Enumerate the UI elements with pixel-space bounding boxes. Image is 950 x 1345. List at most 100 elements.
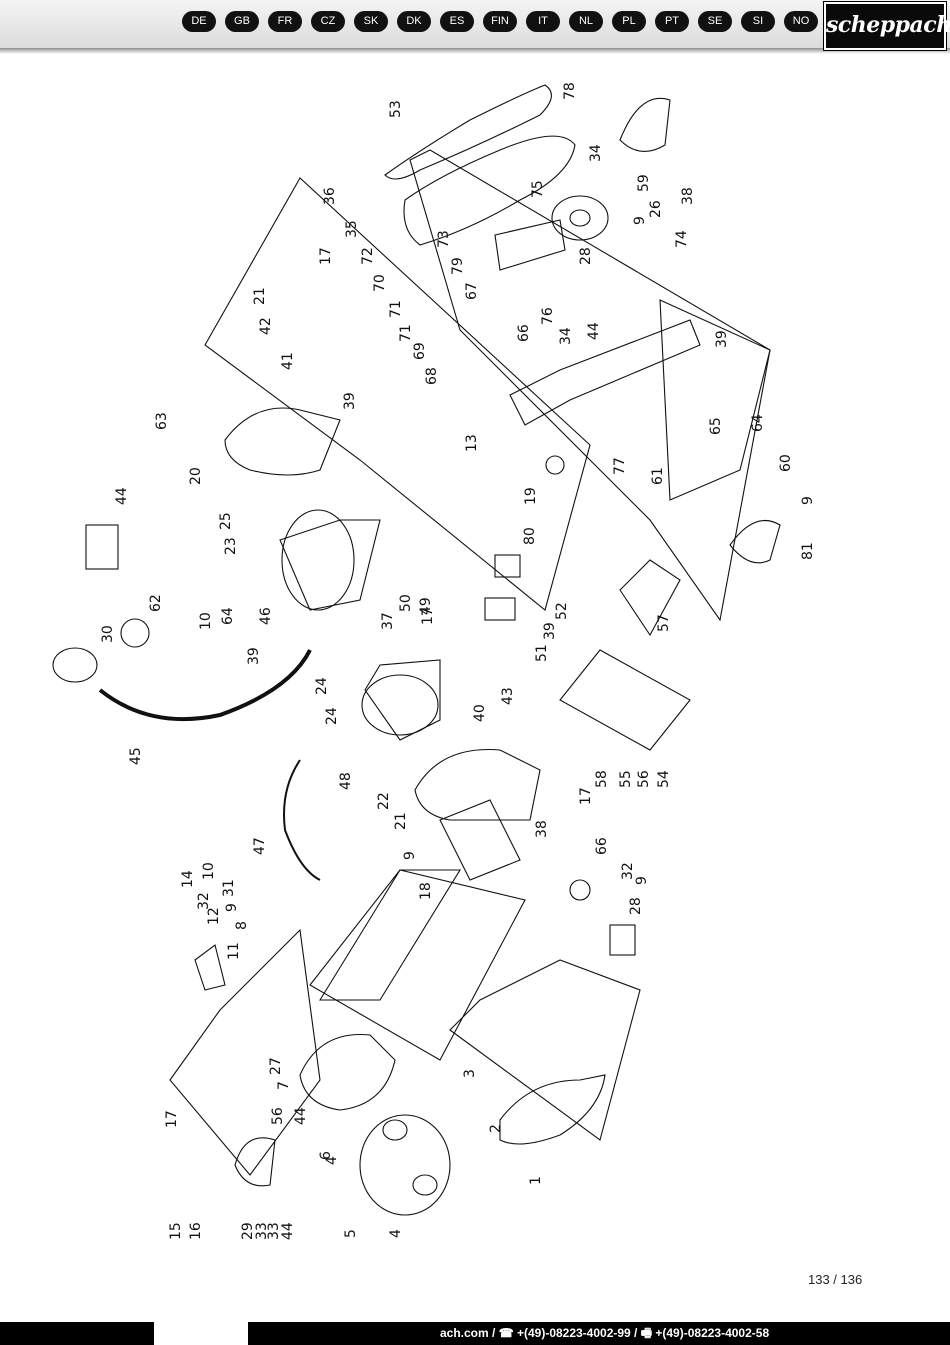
part-label: 32 bbox=[196, 892, 212, 910]
part-label: 48 bbox=[338, 772, 354, 790]
part-label: 33 bbox=[266, 1222, 282, 1240]
footer-contact: ach.com / ☎ +(49)-08223-4002-99 / 🖷 +(49… bbox=[248, 1322, 950, 1345]
part-label: 9 bbox=[634, 876, 650, 885]
part-label: 73 bbox=[436, 230, 452, 248]
part-label: 39 bbox=[246, 647, 262, 665]
part-label: 27 bbox=[268, 1057, 284, 1075]
lang-se[interactable]: SE bbox=[698, 11, 732, 32]
part-label: 66 bbox=[516, 324, 532, 342]
page-number: 133 / 136 bbox=[808, 1272, 863, 1287]
part-label: 74 bbox=[674, 230, 690, 248]
part-label: 4 bbox=[388, 1229, 404, 1238]
part-label: 68 bbox=[424, 367, 440, 385]
lang-fr[interactable]: FR bbox=[268, 11, 302, 32]
part-label: 53 bbox=[388, 100, 404, 118]
part-label: 33 bbox=[254, 1222, 270, 1240]
part-label: 44 bbox=[280, 1222, 296, 1240]
lang-gb[interactable]: GB bbox=[225, 11, 259, 32]
part-label: 17 bbox=[578, 787, 594, 805]
part-label: 72 bbox=[360, 247, 376, 265]
part-label: 1 bbox=[528, 1176, 544, 1185]
part-label: 70 bbox=[372, 274, 388, 292]
part-label: 4 bbox=[324, 1156, 340, 1165]
part-label: 56 bbox=[270, 1107, 286, 1125]
lang-pt[interactable]: PT bbox=[655, 11, 689, 32]
lang-nl[interactable]: NL bbox=[569, 11, 603, 32]
part-label: 10 bbox=[198, 612, 214, 630]
part-label: 18 bbox=[418, 882, 434, 900]
part-label: 9 bbox=[402, 851, 418, 860]
part-label: 51 bbox=[534, 644, 550, 662]
part-label: 12 bbox=[206, 907, 222, 925]
part-label: 78 bbox=[562, 82, 578, 100]
part-label: 45 bbox=[128, 747, 144, 765]
part-label: 75 bbox=[530, 180, 546, 198]
part-label: 52 bbox=[554, 602, 570, 620]
part-label: 8 bbox=[234, 921, 250, 930]
lang-cz[interactable]: CZ bbox=[311, 11, 345, 32]
part-label: 71 bbox=[398, 324, 414, 342]
part-label: 9 bbox=[800, 496, 816, 505]
part-label: 35 bbox=[344, 220, 360, 238]
part-label: 16 bbox=[188, 1222, 204, 1240]
part-label: 23 bbox=[223, 537, 239, 555]
part-label: 39 bbox=[714, 330, 730, 348]
part-label: 60 bbox=[778, 454, 794, 472]
lang-fin[interactable]: FIN bbox=[483, 11, 517, 32]
part-label: 37 bbox=[380, 612, 396, 630]
part-label: 19 bbox=[523, 487, 539, 505]
lang-de[interactable]: DE bbox=[182, 11, 216, 32]
part-label: 34 bbox=[558, 327, 574, 345]
part-label: 47 bbox=[252, 837, 268, 855]
lang-pl[interactable]: PL bbox=[612, 11, 646, 32]
part-label: 39 bbox=[542, 622, 558, 640]
part-label: 57 bbox=[656, 614, 672, 632]
part-label: 20 bbox=[188, 467, 204, 485]
part-label: 11 bbox=[226, 942, 242, 960]
part-label: 21 bbox=[252, 287, 268, 305]
part-label: 30 bbox=[100, 625, 116, 643]
part-label: 21 bbox=[393, 812, 409, 830]
part-label: 28 bbox=[628, 897, 644, 915]
part-label: 54 bbox=[656, 770, 672, 788]
part-label: 10 bbox=[201, 862, 217, 880]
part-label: 7 bbox=[276, 1081, 292, 1090]
lang-dk[interactable]: DK bbox=[397, 11, 431, 32]
lang-it[interactable]: IT bbox=[526, 11, 560, 32]
part-label: 42 bbox=[258, 317, 274, 335]
part-number-labels: 1 2 3 4 4 5 6 7 8 9 9 9 9 9 10 10 11 12 … bbox=[100, 82, 816, 1240]
part-label: 5 bbox=[343, 1229, 359, 1238]
part-label: 34 bbox=[588, 144, 604, 162]
part-label: 17 bbox=[318, 247, 334, 265]
part-label: 17 bbox=[420, 607, 436, 625]
lang-es[interactable]: ES bbox=[440, 11, 474, 32]
lang-sk[interactable]: SK bbox=[354, 11, 388, 32]
part-label: 44 bbox=[114, 487, 130, 505]
part-label: 22 bbox=[376, 792, 392, 810]
lang-si[interactable]: SI bbox=[741, 11, 775, 32]
part-label: 40 bbox=[472, 704, 488, 722]
part-label: 15 bbox=[168, 1222, 184, 1240]
part-label: 43 bbox=[500, 687, 516, 705]
part-label: 24 bbox=[314, 677, 330, 695]
language-selector: DE GB FR CZ SK DK ES FIN IT NL PL PT SE … bbox=[182, 11, 818, 32]
lang-no[interactable]: NO bbox=[784, 11, 818, 32]
brand-logo: scheppach bbox=[824, 2, 950, 50]
part-label: 32 bbox=[620, 862, 636, 880]
part-label: 24 bbox=[324, 707, 340, 725]
assembly-outlines bbox=[52, 84, 781, 1216]
part-label: 25 bbox=[218, 512, 234, 530]
part-label: 56 bbox=[636, 770, 652, 788]
part-label: 14 bbox=[180, 870, 196, 888]
part-label: 71 bbox=[388, 300, 404, 318]
part-label: 58 bbox=[594, 770, 610, 788]
part-label: 39 bbox=[342, 392, 358, 410]
part-label: 64 bbox=[750, 414, 766, 432]
part-label: 38 bbox=[534, 820, 550, 838]
header-divider bbox=[0, 48, 950, 54]
part-label: 79 bbox=[450, 257, 466, 275]
exploded-parts-diagram: 1 2 3 4 4 5 6 7 8 9 9 9 9 9 10 10 11 12 … bbox=[52, 82, 816, 1240]
part-label: 59 bbox=[636, 174, 652, 192]
part-label: 66 bbox=[594, 837, 610, 855]
part-label: 3 bbox=[462, 1069, 478, 1078]
